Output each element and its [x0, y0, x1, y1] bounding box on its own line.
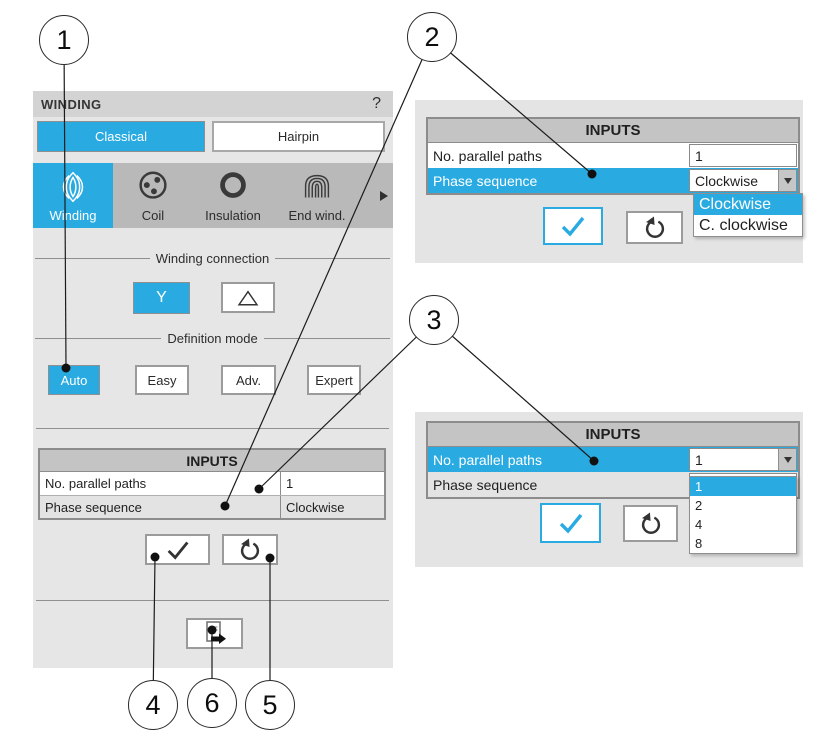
inputs-table: INPUTS No. parallel paths 1 Phase sequen…: [38, 448, 386, 520]
dropdown-option-1[interactable]: 1: [690, 477, 796, 496]
table-row-phase-sequence[interactable]: Phase sequence Clockwise: [428, 168, 798, 193]
phase-sequence-value[interactable]: Clockwise: [280, 496, 384, 518]
dropdown-arrow-icon[interactable]: [778, 449, 796, 470]
phase-sequence-dropdown: Clockwise C. clockwise: [693, 193, 803, 237]
inputs-table-title: INPUTS: [428, 423, 798, 447]
parallel-paths-value[interactable]: 1: [689, 144, 797, 167]
callout-6: 6: [187, 678, 237, 728]
reset-icon: [240, 537, 260, 560]
parallel-paths-value[interactable]: 1: [280, 472, 384, 495]
nav-item-winding[interactable]: Winding: [33, 163, 113, 228]
parallel-paths-panel: INPUTS No. parallel paths 1 Phase sequen…: [415, 412, 803, 567]
section-winding-connection: Winding connection: [35, 251, 390, 266]
winding-panel: WINDING ? Classical Hairpin Winding: [33, 91, 393, 668]
delta-connection-button[interactable]: [221, 282, 275, 313]
phase-sequence-combobox[interactable]: Clockwise: [689, 169, 797, 192]
divider: [36, 600, 389, 601]
wye-connection-button[interactable]: Y: [133, 282, 190, 314]
reset-button[interactable]: [222, 534, 278, 565]
inputs-table-title: INPUTS: [40, 450, 384, 472]
reset-button[interactable]: [626, 211, 683, 244]
divider: [36, 428, 389, 429]
callout-4: 4: [128, 680, 178, 730]
table-row-parallel-paths[interactable]: No. parallel paths 1: [40, 472, 384, 495]
table-row-phase-sequence[interactable]: Phase sequence Clockwise: [40, 495, 384, 518]
parallel-paths-dropdown: 1 2 4 8: [689, 476, 797, 554]
panel-title: WINDING: [41, 96, 102, 112]
callout-5: 5: [245, 680, 295, 730]
table-row-parallel-paths[interactable]: No. parallel paths 1: [428, 447, 798, 472]
export-icon: [205, 620, 226, 644]
insulation-icon: [220, 172, 246, 198]
reset-button[interactable]: [623, 505, 678, 542]
dropdown-arrow-icon[interactable]: [778, 170, 796, 191]
wye-icon: Y: [156, 289, 167, 306]
check-icon: [559, 513, 582, 534]
check-icon: [561, 216, 585, 237]
dropdown-option-8[interactable]: 8: [695, 536, 703, 551]
inputs-table-title: INPUTS: [428, 119, 798, 143]
dropdown-option-clockwise[interactable]: Clockwise: [694, 194, 802, 215]
dropdown-option-2[interactable]: 2: [695, 498, 703, 513]
callout-3: 3: [409, 295, 459, 345]
nav-item-end-winding[interactable]: End wind.: [273, 163, 361, 228]
callout-1: 1: [39, 15, 89, 65]
dropdown-option-c-clockwise[interactable]: C. clockwise: [699, 216, 788, 234]
mode-button-easy[interactable]: Easy: [135, 365, 189, 395]
callout-2: 2: [407, 12, 457, 62]
export-button[interactable]: [186, 618, 243, 649]
apply-button[interactable]: [145, 534, 210, 565]
nav-item-insulation[interactable]: Insulation: [193, 163, 273, 228]
reset-icon: [641, 511, 660, 534]
mode-button-expert[interactable]: Expert: [307, 365, 361, 395]
nav-strip: Winding Coil Insulation: [33, 163, 393, 228]
dropdown-option-4[interactable]: 4: [695, 517, 703, 532]
mode-button-auto[interactable]: Auto: [48, 365, 100, 395]
end-winding-icon: [304, 174, 330, 198]
apply-button[interactable]: [543, 207, 603, 245]
help-icon[interactable]: ?: [372, 95, 381, 112]
check-icon: [167, 541, 188, 560]
panel-header: WINDING ?: [33, 91, 393, 117]
chevron-right-icon[interactable]: [380, 191, 388, 201]
parallel-paths-combobox[interactable]: 1: [689, 448, 797, 471]
section-definition-mode: Definition mode: [35, 331, 390, 346]
tab-hairpin[interactable]: Hairpin: [212, 121, 385, 152]
coil-icon: [139, 171, 167, 199]
inputs-table: INPUTS No. parallel paths 1 Phase sequen…: [426, 117, 800, 195]
tab-classical[interactable]: Classical: [37, 121, 205, 152]
mode-button-adv[interactable]: Adv.: [221, 365, 276, 395]
winding-icon: [62, 171, 84, 203]
apply-button[interactable]: [540, 503, 601, 543]
reset-icon: [645, 215, 664, 238]
phase-sequence-panel: INPUTS No. parallel paths 1 Phase sequen…: [415, 100, 803, 263]
table-row-parallel-paths[interactable]: No. parallel paths 1: [428, 143, 798, 168]
nav-item-coil[interactable]: Coil: [113, 163, 193, 228]
delta-icon: [237, 289, 259, 305]
